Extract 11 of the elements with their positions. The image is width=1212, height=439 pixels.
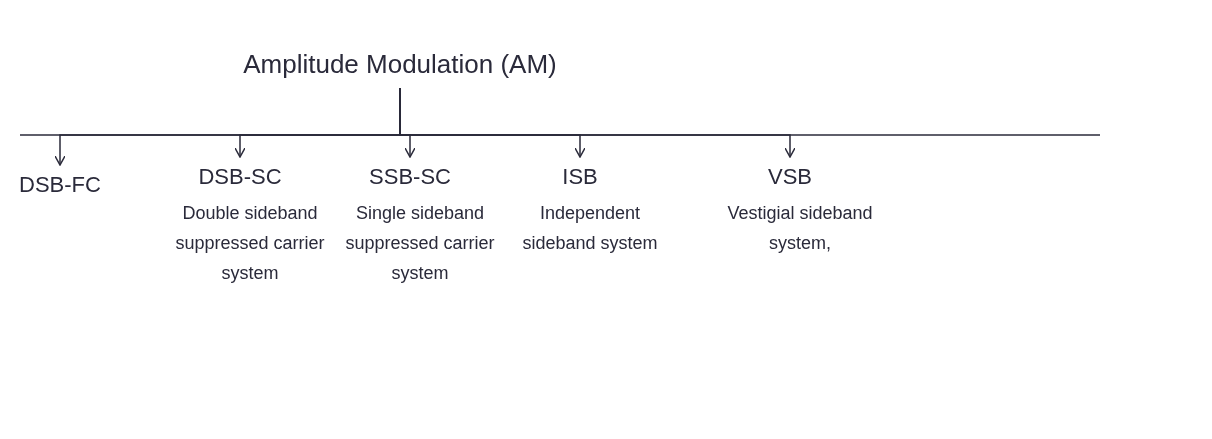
category-label: DSB-SC [185, 160, 295, 193]
category-label: ISB [525, 160, 635, 193]
description-text: Double sideband suppressed carrier system [174, 202, 326, 285]
category-label: SSB-SC [355, 160, 465, 193]
description-text: Vestigial sideband system, [726, 202, 874, 255]
category-label: VSB [735, 160, 845, 193]
description-text: Single sideband suppressed carrier system [344, 202, 496, 285]
root-label: Amplitude Modulation (AM) [230, 45, 570, 84]
arrow [399, 87, 796, 158]
category-label: DSB-FC [5, 168, 115, 201]
description-text: Independent sideband system [521, 202, 659, 255]
